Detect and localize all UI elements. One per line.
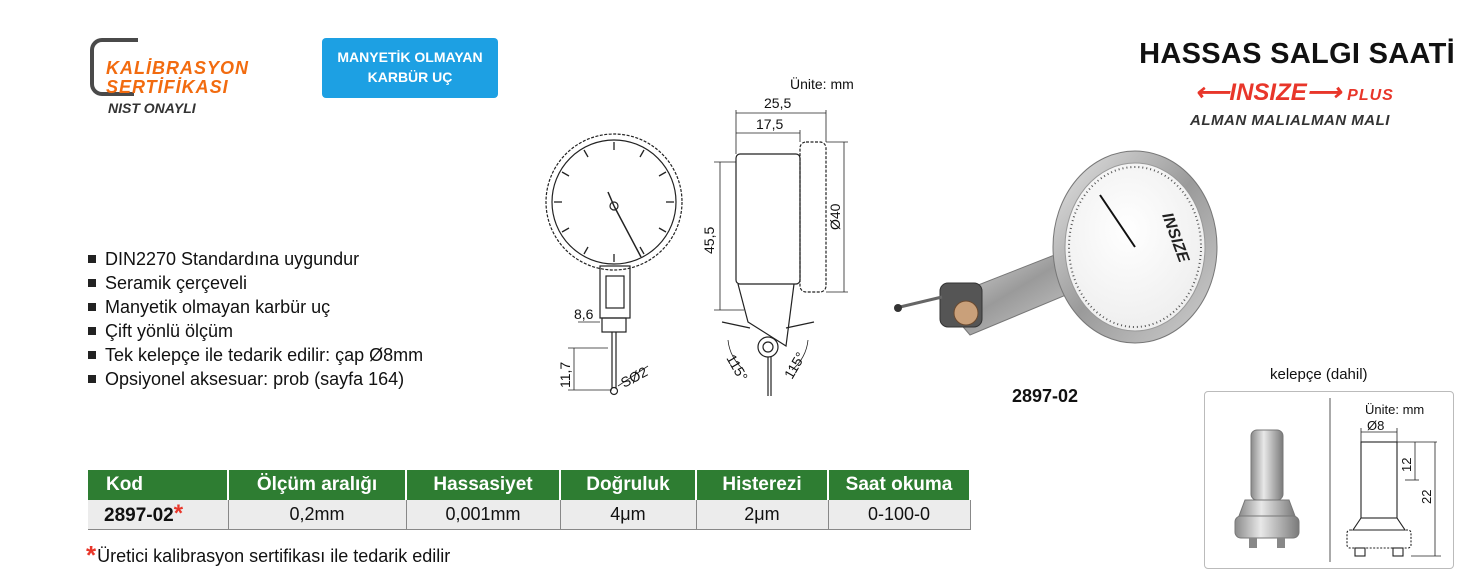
side-neck	[737, 283, 795, 348]
col-header-reading: Saat okuma	[828, 470, 971, 500]
table-row: 2897-02* 0,2mm 0,001mm 4μm 2μm 0-100-0	[88, 500, 971, 530]
dim-height: 45,5	[701, 227, 717, 254]
bullet-icon	[88, 303, 96, 311]
cell-hysteresis: 2μm	[696, 500, 829, 530]
calibration-logo: KALİBRASYON SERTİFİKASI NIST ONAYLI	[90, 38, 290, 118]
list-item: Seramik çerçeveli	[88, 271, 423, 295]
cell-accuracy: 4μm	[560, 500, 697, 530]
footnote-marker: *	[86, 540, 97, 570]
bullet-icon	[88, 375, 96, 383]
dim-overall: 25,5	[764, 95, 791, 111]
page-title: HASSAS SALGI SAATİ	[1139, 38, 1455, 70]
dim-diameter: Ø40	[827, 203, 843, 230]
bullet-icon	[88, 279, 96, 287]
side-body	[735, 153, 801, 285]
list-item: Çift yönlü ölçüm	[88, 319, 423, 343]
non-magnetic-badge: MANYETİK OLMAYAN KARBÜR UÇ	[322, 38, 498, 98]
dial-pointer	[613, 205, 642, 258]
arrow-right-icon: ⟶	[1306, 79, 1342, 106]
list-item: Opsiyonel aksesuar: prob (sayfa 164)	[88, 367, 423, 391]
drawing-unit-label: Ünite: mm	[790, 76, 854, 92]
badge-line1: MANYETİK OLMAYAN	[337, 49, 483, 65]
cell-range: 0,2mm	[228, 500, 407, 530]
clamp-drawing-knurl	[1346, 529, 1412, 549]
clamp-panel: Ünite: mm Ø8 12 22	[1204, 391, 1454, 569]
dial-center	[609, 201, 619, 211]
cell-reading: 0-100-0	[828, 500, 971, 530]
table-header-row: Kod Ölçüm aralığı Hassasiyet Doğruluk Hi…	[88, 470, 971, 500]
footnote-text: Üretici kalibrasyon sertifikası ile teda…	[97, 546, 451, 566]
clamp-illustration: Ünite: mm Ø8 12 22	[1234, 398, 1441, 562]
made-in-label: ALMAN MALIALMAN MALI	[1190, 112, 1390, 129]
brand-name: INSIZE	[1229, 79, 1307, 106]
bullet-icon	[88, 255, 96, 263]
cell-code: 2897-02*	[88, 500, 229, 530]
list-item: Tek kelepçe ile tedarik edilir: çap Ø8mm	[88, 343, 423, 367]
clamp-photo-shank	[1250, 429, 1284, 501]
calibration-logo-line2: SERTİFİKASI	[106, 77, 229, 97]
side-bezel	[799, 141, 827, 293]
dim-stem: 8,6	[574, 306, 594, 322]
asterisk-marker: *	[173, 500, 184, 528]
dial-face	[551, 139, 677, 265]
dim-body: 17,5	[756, 116, 783, 132]
clamp-caption: kelepçe (dahil)	[1270, 366, 1368, 383]
bullet-icon	[88, 351, 96, 359]
col-header-range: Ölçüm aralığı	[228, 470, 407, 500]
clamp-unit-label: Ünite: mm	[1365, 402, 1424, 417]
calibration-logo-bracket	[90, 38, 138, 96]
clamp-dim-h2: 22	[1419, 490, 1434, 504]
bullet-icon	[88, 327, 96, 335]
col-header-accuracy: Doğruluk	[560, 470, 697, 500]
photo-pointer	[1099, 194, 1136, 248]
clamp-photo-knurl	[1234, 515, 1300, 539]
dim-tip: 11,7	[557, 362, 573, 388]
col-header-code: Kod	[88, 470, 229, 500]
brand-suffix: PLUS	[1347, 87, 1394, 104]
list-item: DIN2270 Standardına uygundur	[88, 247, 423, 271]
badge-line2: KARBÜR UÇ	[367, 69, 453, 85]
technical-drawing: 25,5 17,5 45,5 Ø40 8,6 11,7 SØ2 115° 115…	[545, 95, 848, 396]
nist-approved-label: NIST ONAYLI	[108, 100, 196, 116]
footnote: *Üretici kalibrasyon sertifikası ile ted…	[86, 540, 450, 571]
spec-table: Kod Ölçüm aralığı Hassasiyet Doğruluk Hi…	[88, 470, 971, 530]
clamp-dim-diameter: Ø8	[1367, 418, 1384, 433]
cell-resolution: 0,001mm	[406, 500, 561, 530]
clamp-drawing-shank	[1360, 441, 1398, 519]
brand-logo: ⟵INSIZE⟶ PLUS	[1195, 78, 1394, 107]
clamp-dim-h1: 12	[1399, 458, 1414, 472]
col-header-hysteresis: Histerezi	[696, 470, 829, 500]
calibration-logo-line1: KALİBRASYON	[106, 58, 250, 78]
feature-list: DIN2270 Standardına uygundur Seramik çer…	[88, 247, 423, 391]
front-stem	[599, 265, 631, 319]
angle-left: 115°	[723, 352, 751, 384]
list-item: Manyetik olmayan karbür uç	[88, 295, 423, 319]
product-code-caption: 2897-02	[1012, 386, 1079, 406]
arrow-left-icon: ⟵	[1195, 79, 1230, 106]
dial-knurl	[545, 133, 683, 271]
col-header-resolution: Hassasiyet	[406, 470, 561, 500]
product-photo: INSIZE	[894, 150, 1218, 344]
